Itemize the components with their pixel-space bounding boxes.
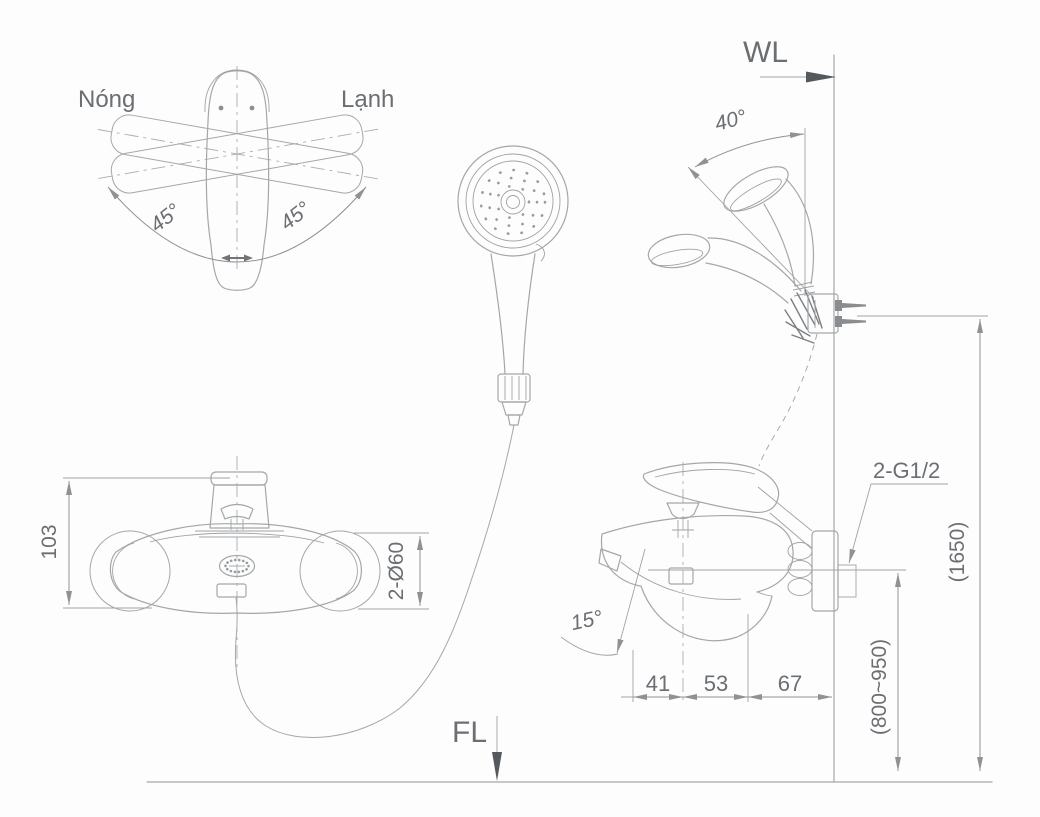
water-line-arrow-icon xyxy=(806,71,836,83)
flange-dia-dim-label: 2-Ø60 xyxy=(385,542,408,600)
wall-screw-icon xyxy=(835,300,866,311)
body-height-dim-label: 103 xyxy=(38,524,61,559)
side-view-mixer xyxy=(560,462,906,700)
thread-size-label: 2-G1/2 xyxy=(873,458,940,483)
swing-angle-right-label: 45° xyxy=(276,197,315,235)
shower-hose xyxy=(234,424,515,739)
spout-angle-label: 15° xyxy=(569,606,605,635)
handle-rotation-indicator-icon xyxy=(221,254,253,262)
dim-53-label: 53 xyxy=(704,671,728,696)
water-line-label: WL xyxy=(743,36,788,69)
shower-height-dim-label: (1650) xyxy=(946,522,969,583)
shower-tilt-angle-label: 40° xyxy=(712,105,749,135)
top-view-handle-swing xyxy=(97,66,379,291)
swing-angle-left-label: 45° xyxy=(146,199,185,237)
handle-dot-left xyxy=(218,105,224,111)
cold-water-label: Lạnh xyxy=(341,86,394,113)
mixer-height-dim-label: (800~950) xyxy=(868,639,891,735)
dim-67-label: 67 xyxy=(778,671,802,696)
front-view-mixer xyxy=(89,456,381,670)
dimension-lines xyxy=(63,54,993,783)
wall-screw-icon xyxy=(835,316,866,327)
hand-shower-front-view xyxy=(234,145,569,739)
floor-line-label: FL xyxy=(452,716,487,749)
hot-water-label: Nóng xyxy=(78,86,135,113)
floor-line-arrow-icon xyxy=(492,752,502,781)
dim-41-label: 41 xyxy=(646,671,670,696)
wall-bracket-shower xyxy=(647,128,866,467)
handle-dot-right xyxy=(249,105,255,111)
